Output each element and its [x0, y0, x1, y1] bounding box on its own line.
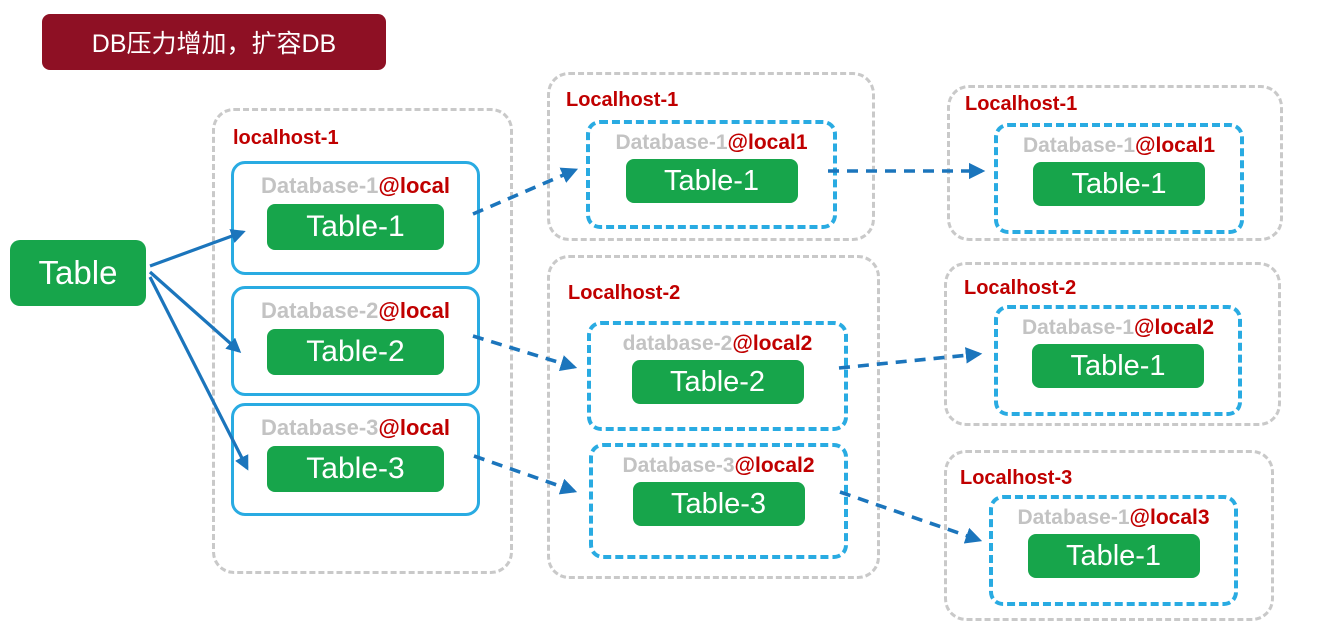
database-host-text: @local2: [732, 332, 813, 355]
database-host-text: @local: [378, 415, 450, 440]
database-name: Database-1@local3: [1017, 506, 1209, 529]
database-box-2-local2: database-2@local2 Table-2: [587, 321, 848, 431]
table-node: Table-2: [631, 360, 804, 405]
database-name: Database-1@local1: [1023, 134, 1215, 157]
database-name: Database-1@local: [261, 173, 450, 198]
database-host-text: @local1: [1135, 134, 1216, 157]
database-name: database-2@local2: [623, 332, 813, 355]
host-label: Localhost-2: [568, 282, 681, 304]
host-left-localhost-1: localhost-1 Database-1@local Table-1 Dat…: [212, 108, 513, 574]
database-name-text: Database-1: [1017, 506, 1130, 529]
table-node: Table-2: [267, 329, 444, 376]
table-node: Table-1: [1027, 534, 1200, 579]
host-label: localhost-1: [233, 127, 339, 149]
host-label: Localhost-1: [566, 89, 679, 111]
database-host-text: @local1: [727, 131, 808, 154]
database-host-text: @local: [378, 298, 450, 323]
database-name-text: Database-1: [1021, 316, 1135, 339]
host-right-localhost-2: Localhost-2 Database-1@local2 Table-1: [944, 262, 1281, 426]
database-box-1-local3: Database-1@local3 Table-1: [989, 495, 1238, 606]
database-box-1-local: Database-1@local Table-1: [231, 161, 480, 275]
database-box-3-local: Database-3@local Table-3: [231, 403, 480, 516]
source-table-node: Table: [10, 240, 146, 306]
database-box-2-local: Database-2@local Table-2: [231, 286, 480, 396]
database-name: Database-2@local: [261, 298, 450, 323]
database-name: Database-1@local2: [1022, 316, 1214, 339]
host-middle-localhost-2: Localhost-2 database-2@local2 Table-2 Da…: [547, 255, 880, 579]
table-node: Table-1: [267, 204, 444, 251]
database-name-text: Database-2: [261, 298, 379, 323]
database-name: Database-3@local: [261, 415, 450, 440]
database-box-1-local2: Database-1@local2 Table-1: [994, 305, 1242, 416]
table-node: Table-1: [1032, 344, 1204, 389]
database-name-text: Database-3: [622, 454, 735, 477]
host-right-localhost-3: Localhost-3 Database-1@local3 Table-1: [944, 450, 1274, 621]
table-node: Table-1: [625, 159, 798, 204]
database-name-text: Database-1: [615, 131, 728, 154]
database-host-text: @local3: [1129, 506, 1210, 529]
database-host-text: @local2: [1134, 316, 1215, 339]
database-host-text: @local2: [734, 454, 815, 477]
host-label: Localhost-3: [960, 467, 1073, 489]
host-right-localhost-1: Localhost-1 Database-1@local1 Table-1: [947, 85, 1283, 241]
table-node: Table-1: [1033, 162, 1205, 207]
title-banner: DB压力增加，扩容DB: [42, 14, 386, 70]
database-box-3-local2: Database-3@local2 Table-3: [589, 443, 848, 559]
database-name-text: Database-1: [1022, 134, 1136, 157]
host-middle-localhost-1: Localhost-1 Database-1@local1 Table-1: [547, 72, 875, 241]
database-box-1-local1-replica: Database-1@local1 Table-1: [994, 123, 1244, 234]
database-name-text: Database-1: [261, 173, 379, 198]
host-label: Localhost-2: [964, 277, 1077, 299]
table-node: Table-3: [632, 482, 805, 527]
table-node: Table-3: [267, 446, 444, 493]
database-box-1-local1: Database-1@local1 Table-1: [586, 120, 837, 229]
database-name-text: Database-3: [261, 415, 379, 440]
database-host-text: @local: [378, 173, 450, 198]
database-name-text: database-2: [622, 332, 733, 355]
host-label: Localhost-1: [965, 93, 1078, 115]
database-name: Database-1@local1: [615, 131, 807, 154]
database-name: Database-3@local2: [622, 454, 814, 477]
